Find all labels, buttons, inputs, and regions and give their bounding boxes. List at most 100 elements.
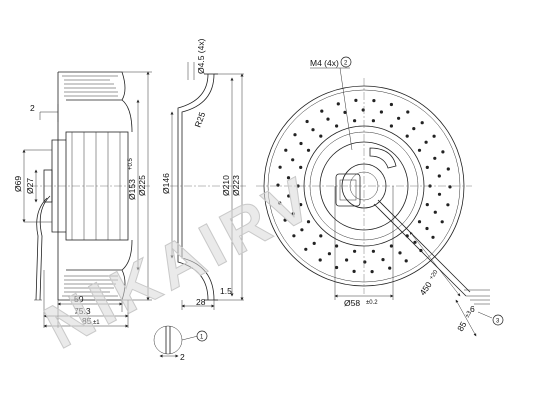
perforation-hole bbox=[441, 150, 445, 154]
perforation-hole bbox=[319, 134, 323, 138]
dim-450: 450 bbox=[417, 280, 433, 298]
dim-85-cable: 85 bbox=[455, 320, 469, 333]
perforation-hole bbox=[389, 102, 393, 107]
perforation-hole bbox=[425, 165, 429, 169]
perforation-hole bbox=[437, 174, 441, 178]
perforation-hole bbox=[345, 258, 349, 262]
perforation-hole bbox=[320, 109, 324, 113]
perforation-hole bbox=[448, 185, 452, 189]
perforation-hole bbox=[425, 203, 429, 207]
perforation-hole bbox=[343, 110, 347, 114]
perforation-hole bbox=[299, 141, 303, 146]
perforation-hole bbox=[446, 167, 450, 171]
perforation-hole bbox=[278, 201, 282, 205]
perforation-hole bbox=[404, 259, 408, 263]
perforation-hole bbox=[278, 165, 282, 169]
dim-d58: Ø58 bbox=[344, 298, 360, 308]
detail-1: 2 1 bbox=[153, 325, 208, 362]
perforation-hole bbox=[283, 218, 287, 222]
perforation-hole bbox=[388, 266, 392, 270]
perforation-hole bbox=[432, 134, 436, 138]
perforation-hole bbox=[389, 244, 393, 248]
perforation-hole bbox=[446, 203, 450, 207]
label-m4: M4 (4x) bbox=[310, 58, 339, 68]
perforation-hole bbox=[311, 128, 315, 132]
perforation-hole bbox=[291, 212, 295, 216]
perforation-hole bbox=[318, 258, 322, 262]
dim-d69: Ø69 bbox=[13, 176, 23, 192]
perforation-hole bbox=[299, 203, 303, 207]
perforation-hole bbox=[398, 251, 402, 255]
callout-3 bbox=[492, 314, 504, 326]
perforation-hole bbox=[437, 192, 442, 196]
callout-2 bbox=[340, 56, 352, 68]
dim-450-tol: +20 bbox=[429, 269, 440, 281]
perforation-hole bbox=[370, 270, 374, 274]
perforation-hole bbox=[361, 108, 365, 112]
perforation-hole bbox=[433, 210, 437, 214]
perforation-hole bbox=[353, 119, 357, 123]
perforation-hole bbox=[431, 235, 435, 239]
dim-85-cable-tol: ±3 bbox=[465, 310, 474, 319]
label-r25: R25 bbox=[192, 110, 207, 128]
perforation-hole bbox=[293, 133, 297, 137]
perforation-hole bbox=[292, 234, 296, 238]
perforation-hole bbox=[352, 269, 356, 273]
perforation-hole bbox=[372, 99, 376, 103]
dim-d223: Ø223 bbox=[231, 175, 241, 196]
perforation-hole bbox=[336, 102, 340, 106]
dim-50: 50 bbox=[74, 294, 84, 304]
perforation-hole bbox=[327, 252, 331, 256]
dim-d210: Ø210 bbox=[221, 175, 231, 196]
dim-d58-tol: ±0.2 bbox=[366, 300, 378, 306]
dim-d27: Ø27 bbox=[25, 178, 35, 194]
perforation-hole bbox=[420, 121, 424, 125]
callout-1-label: 1 bbox=[200, 335, 204, 341]
dim-d153: Ø153 bbox=[127, 179, 137, 200]
watermark: NIKAIRV bbox=[34, 163, 328, 363]
perforation-hole bbox=[405, 134, 409, 138]
label-phi45: Ø4.5 (4x) bbox=[196, 38, 206, 74]
dim-85: 85 bbox=[82, 316, 92, 326]
perforation-hole bbox=[363, 260, 367, 264]
perforation-hole bbox=[306, 220, 311, 224]
perforation-hole bbox=[440, 220, 444, 224]
perforation-hole bbox=[286, 176, 291, 180]
dim-d225: Ø225 bbox=[137, 175, 147, 196]
perforation-hole bbox=[312, 241, 316, 245]
perforation-hole bbox=[412, 127, 416, 131]
perforation-hole bbox=[417, 148, 422, 152]
perforation-hole bbox=[319, 234, 323, 238]
dim-2-detail: 2 bbox=[180, 352, 185, 362]
perforation-hole bbox=[284, 148, 288, 152]
perforation-hole bbox=[353, 249, 357, 253]
perforation-hole bbox=[306, 148, 311, 152]
dim-6: 6 bbox=[470, 304, 475, 314]
perforation-hole bbox=[300, 228, 304, 232]
dim-85-tol: ±1 bbox=[93, 320, 100, 326]
callout-1 bbox=[196, 330, 208, 342]
perforation-hole bbox=[417, 220, 422, 224]
perforation-hole bbox=[397, 116, 401, 120]
dim-75-3: 75.3 bbox=[74, 306, 91, 316]
perforation-hole bbox=[425, 226, 429, 231]
inlet-ring-view: Ø4.5 (4x) R25 Ø146 Ø210 Ø223 28 1.5 bbox=[161, 38, 246, 310]
perforation-hole bbox=[326, 117, 330, 121]
perforation-hole bbox=[433, 156, 437, 160]
dim-2-top: 2 bbox=[30, 103, 35, 113]
dim-1-5: 1.5 bbox=[220, 286, 232, 296]
perforation-hole bbox=[381, 258, 385, 262]
perforation-hole bbox=[389, 124, 393, 128]
perforation-hole bbox=[287, 194, 291, 198]
callout-2-label: 2 bbox=[344, 61, 348, 67]
callout-3-label: 3 bbox=[496, 319, 500, 325]
side-view: 2 Ø69 Ø27 Ø153 +0.5 Ø225 50 75.3 85 ±1 bbox=[13, 71, 152, 328]
dim-28: 28 bbox=[196, 297, 206, 307]
perforation-hole bbox=[299, 165, 303, 169]
dim-d146: Ø146 bbox=[161, 173, 171, 194]
perforation-hole bbox=[371, 119, 375, 123]
perforation-hole bbox=[305, 119, 309, 124]
perforation-hole bbox=[424, 140, 428, 144]
perforation-hole bbox=[335, 124, 339, 128]
